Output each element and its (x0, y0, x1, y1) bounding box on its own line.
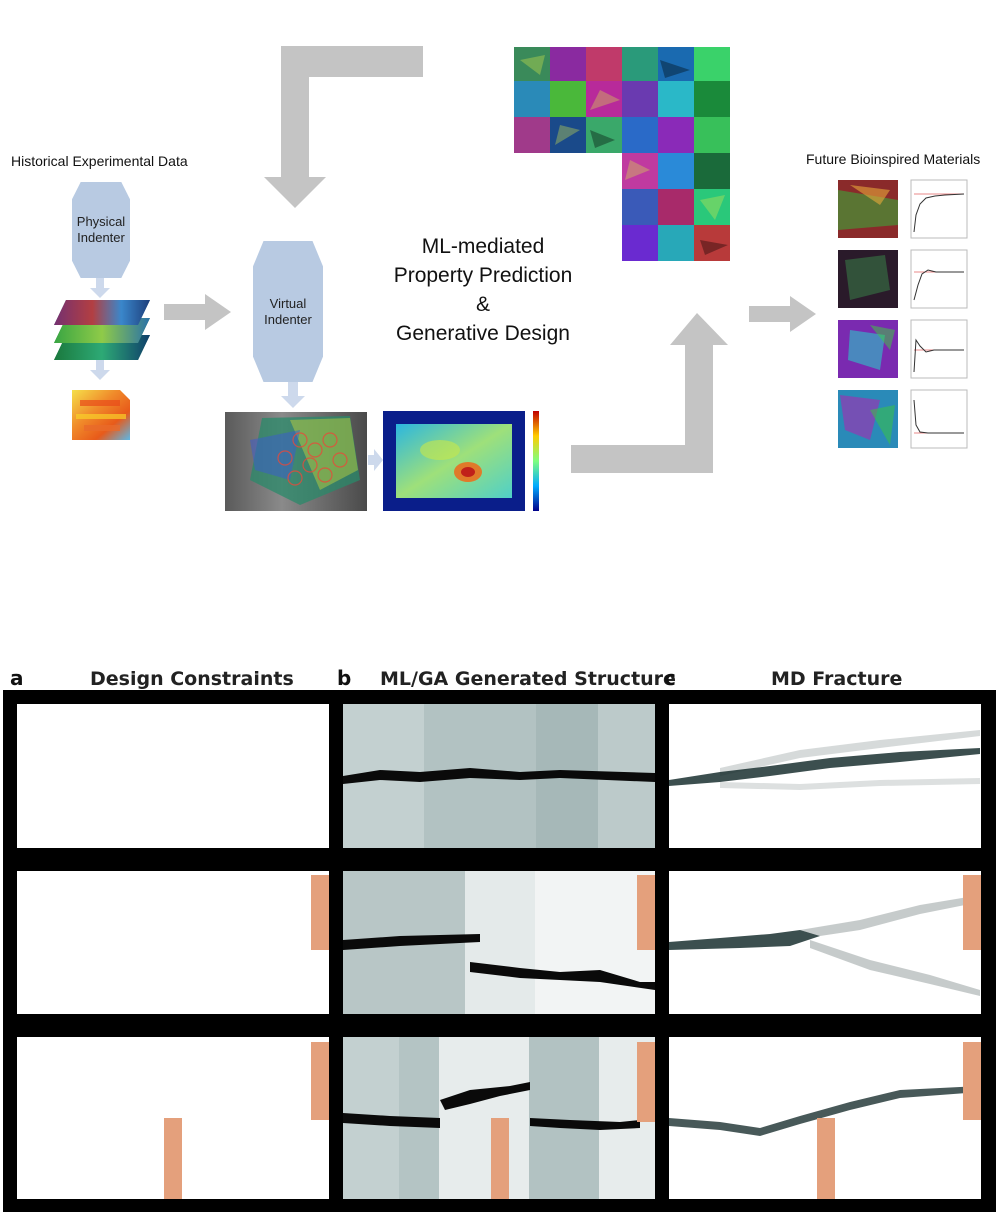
arrow-to-virtual (164, 294, 231, 330)
constraint-block (963, 1042, 981, 1120)
panel-title-c: MD Fracture (771, 668, 903, 690)
physical-indenter: Physical Indenter (72, 182, 130, 278)
virtual-indenter: Virtual Indenter (253, 241, 323, 382)
constraint-block (311, 875, 329, 950)
constraint-block (817, 1118, 835, 1199)
sem-image (225, 412, 367, 511)
arrow-to-future (749, 296, 816, 332)
panel-letter-a: a (10, 666, 24, 690)
center-label: ML-mediated Property Prediction & Genera… (370, 232, 596, 348)
center-line-2: Property Prediction (393, 264, 573, 287)
future-materials (838, 180, 898, 448)
b-row3-bands (343, 1037, 655, 1199)
arrow-to-generative (571, 313, 728, 473)
colorbar (533, 411, 539, 511)
feedback-arrow (264, 46, 423, 208)
panel-letter-b: b (337, 666, 352, 690)
small-down-arrows (90, 278, 383, 471)
measured-property-map (72, 390, 130, 440)
layer-stack (54, 300, 150, 360)
predicted-heatmap (383, 411, 539, 511)
panel-title-a: Design Constraints (90, 668, 294, 690)
panel-title-b: ML/GA Generated Structure (380, 668, 676, 690)
workflow-arrows (54, 46, 968, 511)
constraint-block (963, 875, 981, 950)
c-fracture (669, 730, 980, 1136)
label-historical-data: Historical Experimental Data (11, 153, 188, 169)
constraint-block (164, 1118, 182, 1199)
b-row1-bands (343, 704, 655, 848)
constraint-block (311, 1042, 329, 1120)
label-future-materials: Future Bioinspired Materials (806, 151, 981, 167)
panel-letter-c: c (664, 666, 676, 690)
center-line-1: ML-mediated (421, 235, 545, 258)
generated-mosaic (514, 47, 730, 261)
results-grid (3, 690, 996, 1212)
b-row2-bands (343, 871, 655, 1014)
future-curves (910, 179, 968, 449)
center-line-4: Generative Design (396, 322, 570, 345)
center-line-3: & (475, 293, 490, 316)
